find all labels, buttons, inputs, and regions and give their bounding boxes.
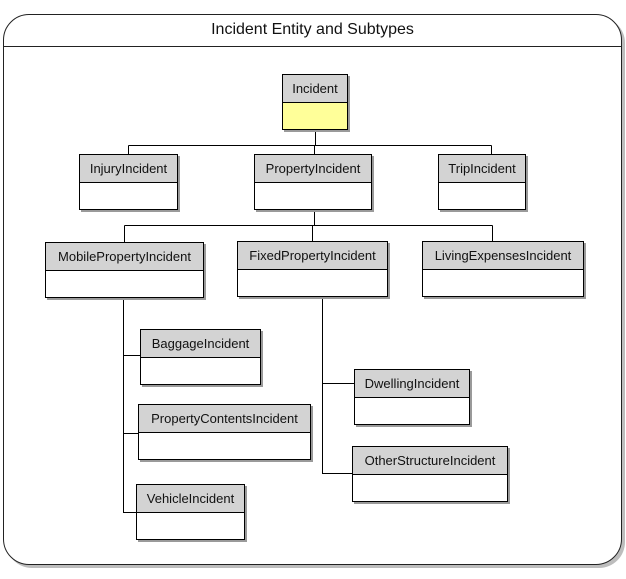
entity-baggage-incident-attributes [141, 358, 260, 384]
entity-injury-incident-attributes [80, 183, 177, 209]
entity-other-structure-incident-attributes [353, 475, 507, 501]
entity-baggage-incident-name: BaggageIncident [141, 330, 260, 358]
entity-vehicle-incident-attributes [137, 513, 244, 539]
entity-incident[interactable]: Incident [282, 74, 348, 130]
entity-injury-incident-name: InjuryIncident [80, 155, 177, 183]
entity-living-expenses-incident-attributes [423, 270, 583, 296]
entity-fixed-property-incident-attributes [238, 270, 387, 296]
entity-other-structure-incident-name: OtherStructureIncident [353, 447, 507, 475]
entity-trip-incident-attributes [439, 183, 525, 209]
entity-vehicle-incident-name: VehicleIncident [137, 485, 244, 513]
entity-living-expenses-incident[interactable]: LivingExpensesIncident [422, 241, 584, 297]
entity-trip-incident-name: TripIncident [439, 155, 525, 183]
entity-injury-incident[interactable]: InjuryIncident [79, 154, 178, 210]
entity-mobile-property-incident-name: MobilePropertyIncident [46, 243, 203, 271]
entity-incident-attributes [283, 103, 347, 129]
entity-other-structure-incident[interactable]: OtherStructureIncident [352, 446, 508, 502]
entity-mobile-property-incident[interactable]: MobilePropertyIncident [45, 242, 204, 298]
entity-mobile-property-incident-attributes [46, 271, 203, 297]
entity-dwelling-incident-name: DwellingIncident [355, 370, 469, 398]
entity-fixed-property-incident-name: FixedPropertyIncident [238, 242, 387, 270]
diagram-title: Incident Entity and Subtypes [211, 21, 414, 38]
entity-property-incident-attributes [255, 183, 371, 209]
entity-dwelling-incident[interactable]: DwellingIncident [354, 369, 470, 425]
entity-property-incident-name: PropertyIncident [255, 155, 371, 183]
entity-dwelling-incident-attributes [355, 398, 469, 424]
entity-property-contents-incident[interactable]: PropertyContentsIncident [138, 404, 311, 460]
entity-property-contents-incident-attributes [139, 433, 310, 459]
entity-property-incident[interactable]: PropertyIncident [254, 154, 372, 210]
entity-vehicle-incident[interactable]: VehicleIncident [136, 484, 245, 540]
entity-baggage-incident[interactable]: BaggageIncident [140, 329, 261, 385]
entity-fixed-property-incident[interactable]: FixedPropertyIncident [237, 241, 388, 297]
title-divider [4, 46, 621, 47]
entity-incident-name: Incident [283, 75, 347, 103]
entity-property-contents-incident-name: PropertyContentsIncident [139, 405, 310, 433]
entity-trip-incident[interactable]: TripIncident [438, 154, 526, 210]
entity-living-expenses-incident-name: LivingExpensesIncident [423, 242, 583, 270]
